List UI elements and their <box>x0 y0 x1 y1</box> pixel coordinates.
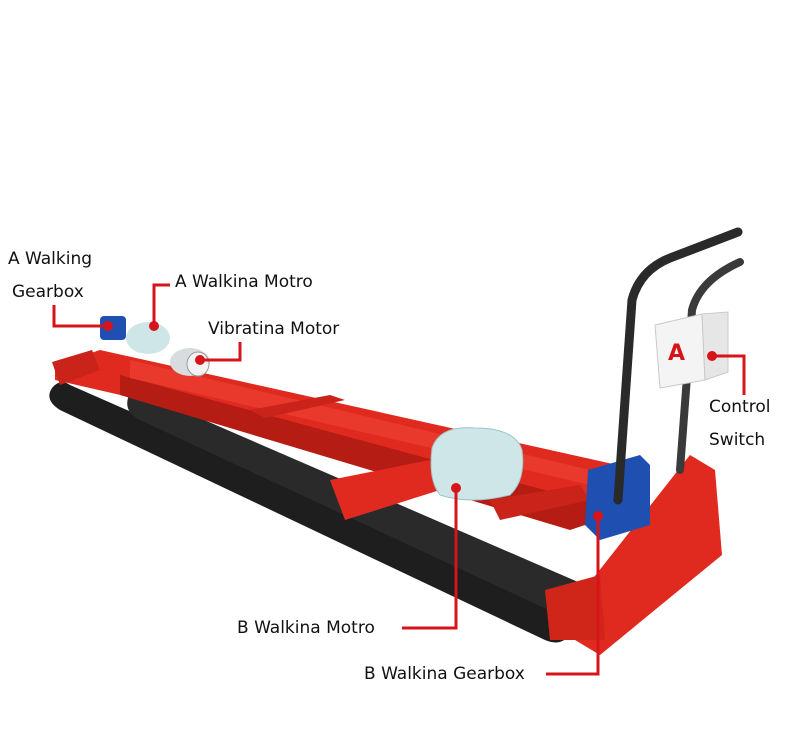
callout-dot-a-walking-gearbox <box>103 321 113 331</box>
label-a-walking-gearbox: A Walking Gearbox <box>8 243 92 309</box>
callout-line-a-walking-motor <box>152 283 170 326</box>
label-a-walking-motor: A Walkina Motro <box>175 272 313 292</box>
a-walking-motor-body <box>126 322 170 354</box>
callout-line-b-walking-gearbox <box>546 516 600 676</box>
callout-dots <box>103 321 717 521</box>
label-a-walking-gearbox-line1: A Walking <box>8 249 93 269</box>
callout-dot-control-switch <box>707 351 717 361</box>
label-control-switch-line1: Control <box>709 397 771 417</box>
label-control-switch-line2: Switch <box>709 430 766 450</box>
callout-line-a-walking-gearbox <box>52 305 108 328</box>
label-b-walking-motor: B Walkina Motro <box>237 618 375 638</box>
control-switch-logo: A <box>668 341 685 366</box>
callout-line-vibrating-motor <box>200 342 242 362</box>
cross-member-2 <box>330 460 440 520</box>
callout-dot-vibrating-motor <box>195 355 205 365</box>
callout-line-control-switch <box>712 354 746 395</box>
callout-lines <box>52 283 746 676</box>
cross-member-3 <box>490 485 590 520</box>
rear-roller <box>49 382 575 643</box>
callout-dot-a-walking-motor <box>149 321 159 331</box>
right-end-plate-edge <box>545 575 605 640</box>
callout-dot-b-walking-motor <box>451 483 461 493</box>
callout-line-b-walking-motor <box>402 488 458 630</box>
right-end-plate <box>575 455 722 655</box>
label-a-walking-gearbox-line2: Gearbox <box>12 282 84 302</box>
left-end-plate <box>52 350 100 385</box>
label-vibrating-motor: Vibratina Motor <box>208 319 340 339</box>
handle-left <box>613 227 743 505</box>
label-control-switch: Control Switch <box>709 391 770 457</box>
cross-member-1 <box>250 395 345 418</box>
handle-right <box>676 258 744 474</box>
label-b-walking-gearbox: B Walkina Gearbox <box>364 664 525 684</box>
control-switch-box-side <box>701 311 729 381</box>
b-walking-motor-body <box>430 427 524 501</box>
callout-dot-b-walking-gearbox <box>593 511 603 521</box>
